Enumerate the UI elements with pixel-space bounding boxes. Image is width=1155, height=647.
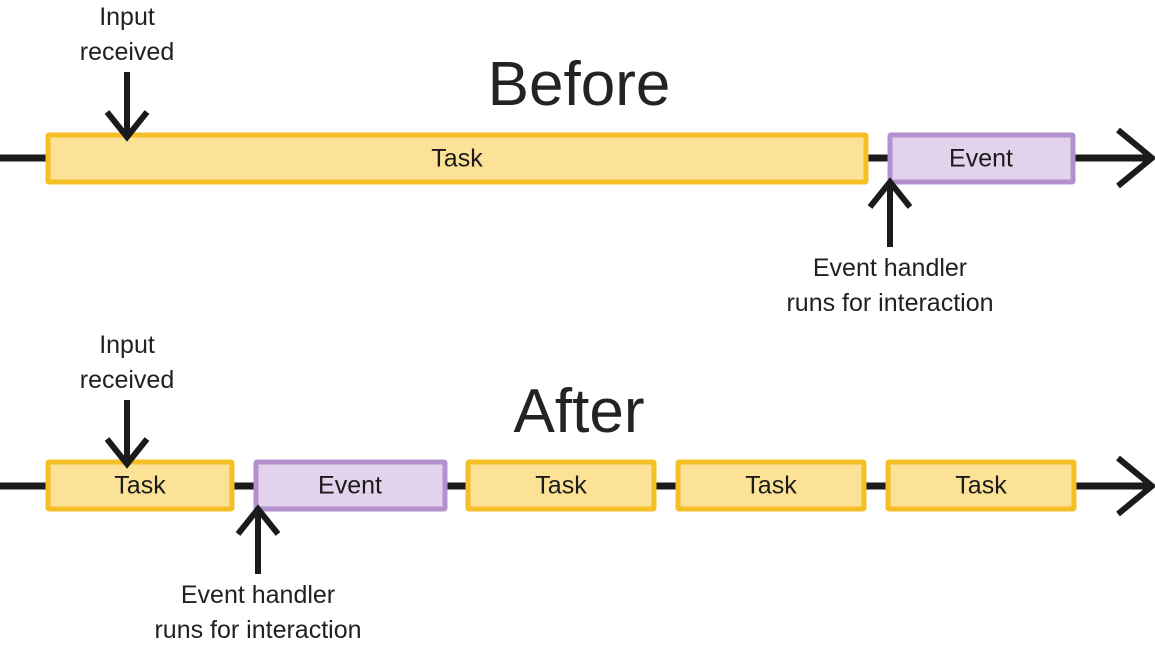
block-task-after-3-label: Task: [745, 472, 797, 500]
block-event-before-rect: [887, 132, 1076, 185]
annotation-input-received-before-line-1: Input: [99, 3, 155, 31]
block-event-after[interactable]: Event: [253, 459, 448, 512]
section-after: After Task Event: [0, 331, 1155, 644]
annotation-input-received-after: Input received: [80, 331, 175, 469]
arrow-up-icon: [867, 177, 913, 209]
block-task-after-3-rect: [675, 459, 867, 512]
block-task-after-4-label: Task: [955, 472, 1007, 500]
block-event-after-label: Event: [318, 472, 382, 500]
block-event-before-label: Event: [949, 145, 1013, 173]
section-before: Before Task Event Input received: [0, 3, 1155, 317]
annotation-event-handler-before-line-2: runs for interaction: [786, 289, 993, 317]
block-task-before-label: Task: [431, 145, 483, 173]
block-event-before[interactable]: Event: [887, 132, 1076, 185]
timeline-arrowhead-icon: [1116, 127, 1155, 189]
timeline-axis-after: [0, 455, 1155, 517]
block-task-after-3[interactable]: Task: [675, 459, 867, 512]
annotation-event-handler-before: Event handler runs for interaction: [786, 177, 994, 317]
annotation-event-handler-after-line-2: runs for interaction: [154, 616, 361, 644]
block-task-after-1-label: Task: [114, 472, 166, 500]
block-task-before[interactable]: Task: [45, 132, 869, 185]
annotation-event-handler-after: Event handler runs for interaction: [154, 504, 362, 644]
arrow-up-icon: [235, 504, 281, 536]
block-task-after-1[interactable]: Task: [45, 459, 235, 512]
annotation-event-handler-after-line-1: Event handler: [181, 581, 335, 609]
arrow-down-icon: [104, 437, 150, 469]
block-task-after-2-rect: [465, 459, 657, 512]
block-task-after-2[interactable]: Task: [465, 459, 657, 512]
annotation-input-received-after-line-2: received: [80, 366, 175, 394]
block-task-after-4-rect: [885, 459, 1077, 512]
block-event-after-rect: [253, 459, 448, 512]
arrow-down-icon: [104, 110, 150, 142]
timeline-axis-before: [0, 127, 1155, 189]
annotation-input-received-before: Input received: [80, 3, 175, 142]
block-task-after-4[interactable]: Task: [885, 459, 1077, 512]
annotation-event-handler-before-line-1: Event handler: [813, 254, 967, 282]
annotation-input-received-after-line-1: Input: [99, 331, 155, 359]
block-task-before-rect: [45, 132, 869, 185]
annotation-input-received-before-line-2: received: [80, 38, 175, 66]
block-task-after-2-label: Task: [535, 472, 587, 500]
section-title-before: Before: [488, 50, 671, 119]
block-task-after-1-rect: [45, 459, 235, 512]
timeline-arrowhead-icon: [1116, 455, 1155, 517]
section-title-after: After: [514, 377, 645, 446]
